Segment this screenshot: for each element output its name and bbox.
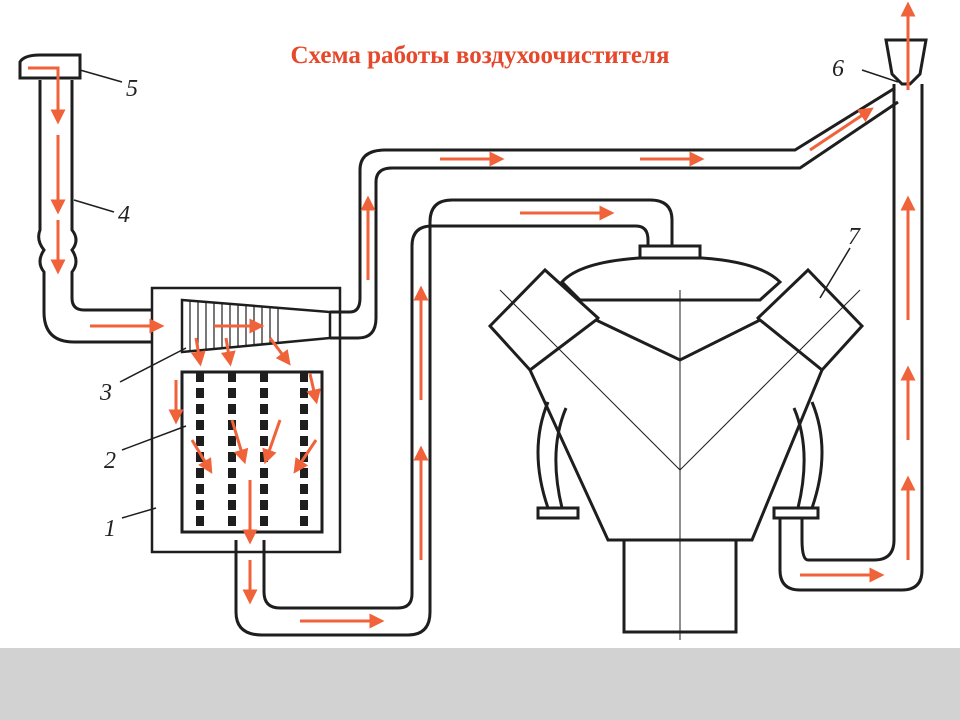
callout-4: 4 <box>118 202 130 228</box>
callout-1: 1 <box>104 516 116 542</box>
callouts <box>73 69 899 519</box>
callout-5: 5 <box>126 76 138 102</box>
clean-air-pipe <box>234 198 674 637</box>
callout-6: 6 <box>832 56 844 82</box>
footer-band <box>0 648 960 720</box>
exhaust-stack <box>778 38 928 592</box>
ejector-pipe <box>330 86 899 340</box>
callout-2: 2 <box>104 448 116 474</box>
slide-title: Схема работы воздухоочистителя <box>290 42 670 69</box>
airflow-arrows <box>28 1 916 629</box>
filter-element <box>180 370 324 534</box>
callout-7: 7 <box>848 224 861 250</box>
callout-3: 3 <box>99 380 112 406</box>
v-engine <box>487 244 865 640</box>
